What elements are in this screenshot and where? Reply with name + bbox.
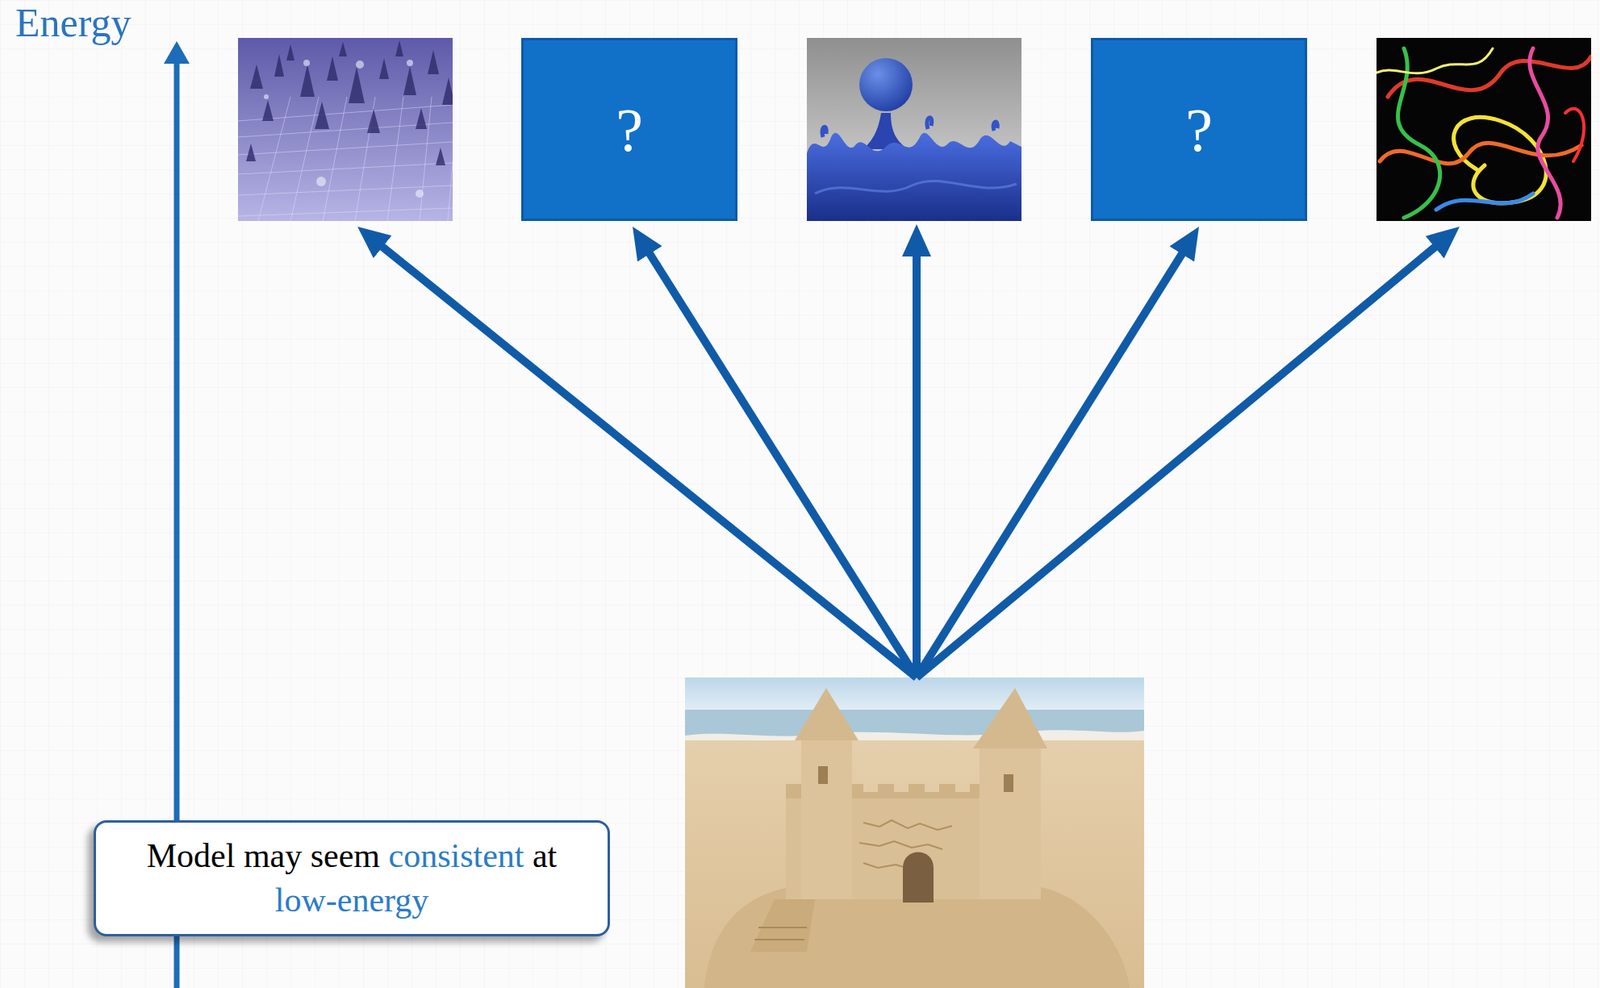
question-mark: ? [615,99,644,161]
arrow [370,237,917,678]
callout-word: at [532,837,557,875]
callout-word: consistent [388,837,524,875]
callout-word: low-energy [275,881,430,920]
callout-box: Model may seem consistent at low-energy [93,820,610,936]
arrow [912,240,921,678]
callout-word: seem [310,837,381,875]
callout-word: may [243,837,302,875]
axis-label: Energy [15,0,131,47]
question-mark: ? [1185,99,1213,161]
question-box: ? [521,37,738,222]
strings-picture [1376,37,1592,222]
sandcastle-picture [685,677,1145,988]
arrow [916,240,1191,678]
arrow [916,237,1448,678]
arrows [370,237,1448,678]
question-box: ? [1090,37,1308,222]
callout-text: Model may seem consistent at low-energy [112,834,592,923]
foam-picture [238,37,453,222]
callout-word: Model [146,837,236,875]
arrow [641,240,917,678]
bubble-picture [806,37,1022,222]
